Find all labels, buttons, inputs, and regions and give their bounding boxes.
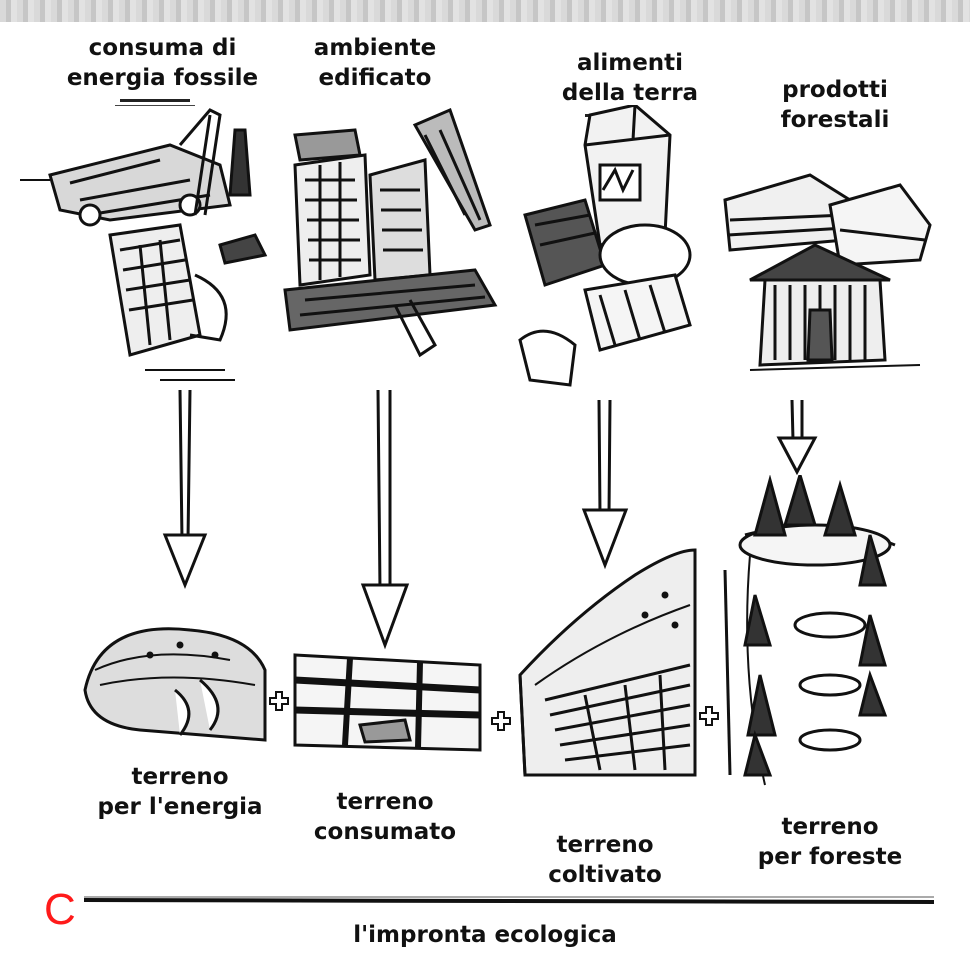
- land-energy-line1: terreno: [131, 764, 229, 790]
- arrow-forest-down: [776, 400, 818, 475]
- category-energy-underline-2: [115, 105, 195, 106]
- land-forest-label: terreno per foreste: [740, 812, 920, 872]
- category-forest-line1: prodotti: [782, 77, 888, 103]
- category-food-line1: alimenti: [576, 50, 684, 76]
- panel-marker: C: [44, 885, 76, 934]
- category-energy-underline: [120, 99, 190, 102]
- category-forest-line2: forestali: [780, 107, 890, 133]
- category-food-line2: della terra: [561, 80, 699, 106]
- arrow-built-down: [360, 390, 410, 650]
- arrow-energy-down: [162, 390, 208, 590]
- forest-land-illustration: [723, 475, 896, 786]
- land-forest-line2: per foreste: [757, 844, 903, 870]
- ecological-footprint-label: l'impronta ecologica: [353, 922, 617, 948]
- category-energy-line1: consuma di: [88, 35, 237, 61]
- category-energy-line2: energia fossile: [66, 65, 259, 91]
- scan-border: [0, 0, 970, 22]
- category-built-line1: ambiente: [313, 35, 437, 61]
- forest-products-illustration: [723, 173, 932, 371]
- fossil-energy-illustration: [20, 108, 268, 381]
- plus-icon: [269, 691, 289, 711]
- land-cultivated-line1: terreno: [556, 832, 654, 858]
- land-cultivated-line2: coltivato: [548, 862, 662, 888]
- food-products-illustration: [518, 105, 692, 387]
- category-forest-label: prodotti forestali: [760, 75, 910, 135]
- built-land-illustration: [293, 653, 482, 752]
- plus-icon: [491, 711, 511, 731]
- cultivated-land-illustration: [518, 548, 697, 777]
- land-cultivated-label: terreno coltivato: [530, 830, 680, 890]
- energy-land-illustration: [83, 627, 267, 742]
- built-environment-illustration: [283, 107, 498, 358]
- plus-icon: [699, 706, 719, 726]
- land-energy-label: terreno per l'energia: [80, 762, 280, 822]
- footprint-total-bar: [84, 896, 934, 904]
- arrow-food-down: [581, 400, 629, 570]
- land-forest-line1: terreno: [781, 814, 879, 840]
- land-built-line1: terreno: [336, 789, 434, 815]
- category-food-label: alimenti della terra: [540, 48, 720, 108]
- land-built-label: terreno consumato: [300, 787, 470, 847]
- land-energy-line2: per l'energia: [97, 794, 263, 820]
- land-built-line2: consumato: [313, 819, 457, 845]
- category-built-label: ambiente edificato: [300, 33, 450, 93]
- category-energy-label: consuma di energia fossile: [55, 33, 270, 93]
- category-built-line2: edificato: [318, 65, 432, 91]
